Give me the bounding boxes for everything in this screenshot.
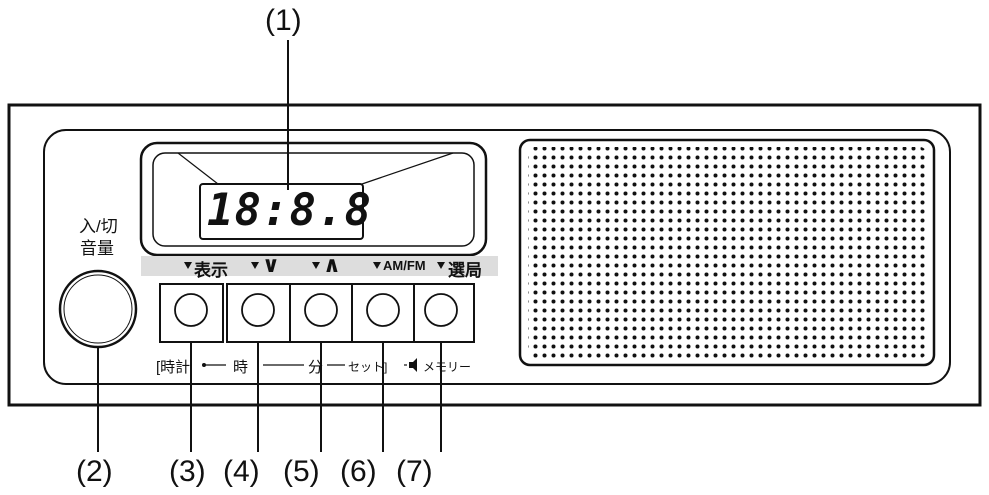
marker-band [373,262,381,269]
callout-5: (5) [283,455,320,488]
display-bevel-left [177,152,219,185]
label-memory: メモリー [423,360,472,374]
clock-set-dot [202,363,206,367]
label-strip [141,256,498,276]
marker-seek [437,262,445,269]
callout-3: (3) [169,455,206,488]
label-minute: 分 [308,359,324,376]
leader-lines [97,40,442,452]
button-6[interactable] [366,293,400,327]
label-clock: [時計 [156,359,191,376]
button-3[interactable] [174,293,208,327]
lcd-digits: 18:8.8 [207,185,372,236]
button-group [159,283,475,343]
speaker-grille [528,147,926,358]
label-markers [184,262,445,269]
label-band: AM/FM [383,258,426,273]
label-up: ∧ [323,252,341,277]
callout-4: (4) [223,455,260,488]
button-7[interactable] [424,293,458,327]
button-5[interactable] [304,293,338,327]
callout-7: (7) [396,455,433,488]
marker-down [251,262,259,269]
display-bevel-right [361,152,454,185]
label-set: セット] [348,360,388,374]
marker-display [184,262,192,269]
label-seek: 選局 [448,261,482,280]
volume-knob-ring [63,274,133,344]
sound-icon [404,358,417,372]
lcd-screen [199,183,364,240]
knob-label-volume: 音量 [80,239,114,258]
marker-up [312,262,320,269]
label-down: ∨ [262,252,280,277]
callout-6: (6) [340,455,377,488]
volume-knob[interactable] [58,269,138,349]
callout-1: (1) [265,4,302,37]
label-hour: 時 [233,359,249,376]
button-4[interactable] [241,293,275,327]
knob-label-power: 入/切 [79,217,118,236]
callout-2: (2) [76,455,113,488]
label-display: 表示 [194,261,228,280]
